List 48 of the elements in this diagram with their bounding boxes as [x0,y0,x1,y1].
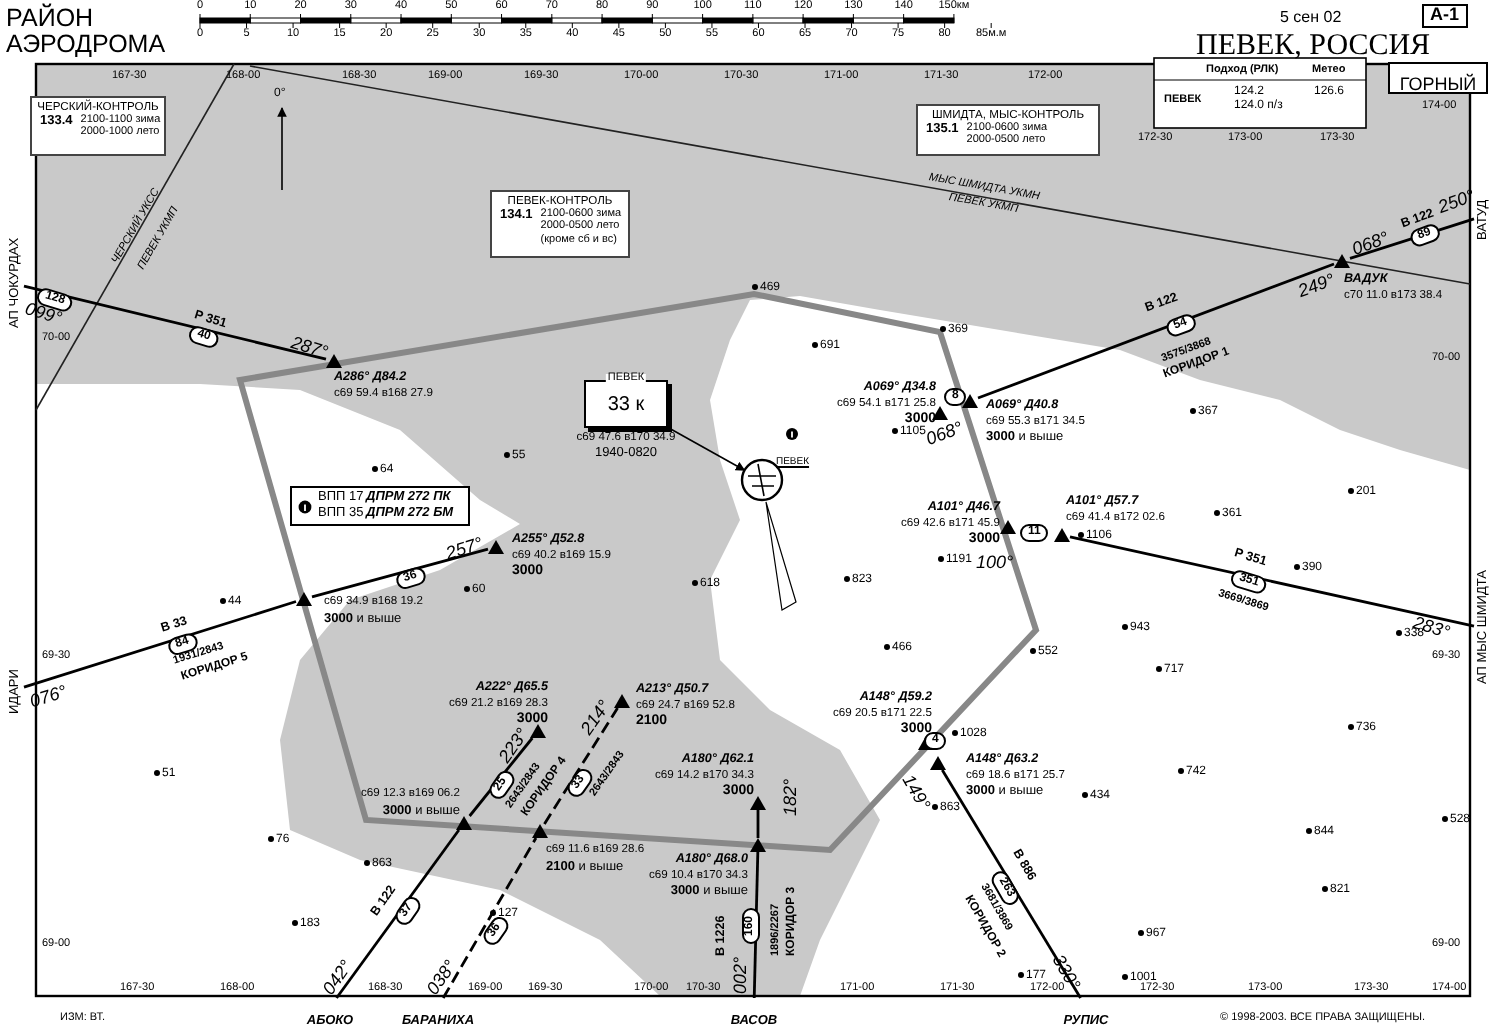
frequency-box [30,96,166,156]
runway-info-box [290,486,470,526]
waypoint-triangle [326,354,342,368]
route-line [752,851,760,999]
frequency-box [490,190,630,258]
waypoint-triangle [532,824,548,838]
route-line [1349,217,1475,260]
waypoint-triangle [932,406,948,420]
route-line [335,829,461,999]
course-label: 249° [1296,271,1338,303]
waypoint-triangle [1000,520,1016,534]
course-label: 149° [896,772,933,815]
route-line [756,810,760,838]
waypoint-triangle [1334,254,1350,268]
course-label: 100° [976,554,1014,574]
course-label: 250° [1436,187,1478,217]
route-line [442,837,538,999]
frequency-box [916,104,1100,156]
route-line [543,707,619,825]
waypoint-triangle [1054,528,1070,542]
waypoint-triangle [750,796,766,810]
waypoint-triangle [614,694,630,708]
course-label: 002° [732,956,752,994]
course-label: 182° [782,778,802,816]
course-label: 068° [1350,229,1392,261]
route-line [1069,535,1475,628]
waypoint-triangle [530,724,546,738]
course-label: 257° [444,535,486,565]
effective-date: 5 сен 02 [1280,10,1342,28]
page-number: А-1 [1422,4,1468,28]
waypoint-triangle [456,816,472,830]
waypoint-triangle [750,838,766,852]
route-line [23,600,297,689]
waypoint-triangle [296,592,312,606]
waypoint-triangle [488,540,504,554]
chart-title: РАЙОН АЭРОДРОМА [6,6,166,59]
route-line [977,262,1335,400]
airport-elevation: 33 к [605,396,647,416]
leader-arrow [667,426,746,472]
waypoint-triangle [962,394,978,408]
course-label: 287° [288,334,330,364]
airport-title: ПЕВЕК, РОССИЯ [1196,30,1431,63]
course-label: 076° [28,683,70,713]
terrain-box [1388,62,1488,94]
route-line [311,547,489,599]
route-line [941,769,1082,999]
terrain-category: ГОРНЫЙ [1399,74,1477,94]
waypoint-triangle [930,756,946,770]
